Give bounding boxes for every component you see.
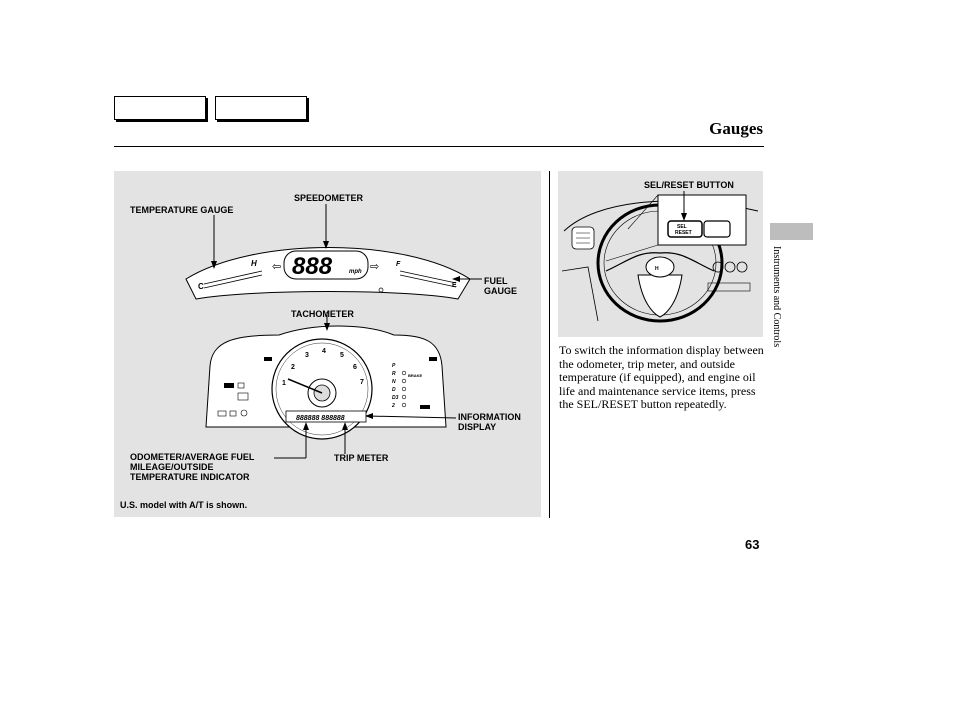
gear-d3: D3	[392, 395, 399, 401]
instrument-panel-figure: C H F E ⇦ ⇨ 888 mph 1 2 3 4 5 6 7 P R	[114, 171, 541, 517]
steering-wheel-figure: H SEL RESET SEL/RESET BUTTON	[558, 171, 763, 337]
steering-wheel-illustration: H SEL RESET	[561, 191, 759, 323]
temp-cold-label: C	[198, 282, 204, 291]
gear-p: P	[392, 363, 396, 369]
fuel-full-label: F	[396, 261, 401, 268]
brightness-button[interactable]	[703, 220, 731, 238]
tach-number-3: 3	[305, 352, 309, 359]
label-odometer-line-1: ODOMETER/AVERAGE FUEL	[130, 452, 255, 462]
section-side-label-text: Instruments and Controls	[771, 246, 782, 348]
warning-lamps	[217, 357, 437, 417]
sel-reset-button[interactable]	[667, 220, 703, 238]
speed-digits: 888	[292, 253, 333, 280]
reset-text: RESET	[675, 230, 692, 236]
figure-caption: U.S. model with A/T is shown.	[120, 500, 248, 510]
label-odometer-line-3: TEMPERATURE INDICATOR	[130, 472, 250, 482]
body-paragraph: To switch the information display betwee…	[559, 343, 764, 412]
tach-number-2: 2	[291, 364, 295, 371]
page-number: 63	[745, 537, 760, 552]
section-tab	[770, 223, 813, 240]
label-speedometer: SPEEDOMETER	[294, 193, 364, 203]
information-display-window	[285, 410, 367, 423]
header-rule	[114, 146, 764, 147]
emblem-icon: H	[655, 266, 659, 272]
speed-unit: mph	[349, 269, 362, 275]
label-information-display: INFORMATION DISPLAY	[458, 412, 521, 432]
label-odometer-line-2: MILEAGE/OUTSIDE	[130, 462, 214, 472]
temperature-gauge-scale	[203, 270, 457, 289]
tach-number-5: 5	[340, 352, 344, 359]
tach-number-7: 7	[360, 379, 364, 386]
instrument-panel-illustration: C H F E ⇦ ⇨ 888 mph 1 2 3 4 5 6 7 P R	[185, 204, 482, 459]
label-tachometer: TACHOMETER	[291, 309, 354, 319]
column-divider	[549, 171, 550, 518]
nav-box-2[interactable]	[215, 96, 307, 120]
speedometer-window	[283, 250, 369, 280]
horn-pad	[645, 256, 675, 278]
label-information-display-line-2: DISPLAY	[458, 422, 497, 432]
section-side-label: Instruments and Controls	[770, 246, 784, 366]
gear-2: 2	[391, 403, 395, 409]
label-sel-reset-button: SEL/RESET BUTTON	[644, 180, 734, 190]
nav-box-1[interactable]	[114, 96, 206, 120]
sel-text: SEL	[677, 224, 687, 230]
temp-hot-label: H	[251, 259, 257, 268]
tach-number-1: 1	[282, 380, 286, 387]
right-arrow-icon: ⇨	[370, 261, 379, 273]
brake-label: BRAKE	[408, 373, 423, 378]
odometer-digits: 888888 888888	[296, 415, 345, 422]
gear-indicator-lamps	[401, 370, 407, 408]
label-information-display-line-1: INFORMATION	[458, 412, 521, 422]
label-fuel-gauge-line-2: GAUGE	[484, 286, 518, 296]
left-arrow-icon: ⇦	[272, 261, 281, 273]
label-fuel-gauge: FUEL GAUGE	[484, 276, 517, 296]
label-temperature-gauge: TEMPERATURE GAUGE	[130, 205, 234, 215]
gear-n: N	[392, 379, 396, 385]
fuel-empty-label: E	[452, 282, 457, 289]
label-odometer: ODOMETER/AVERAGE FUEL MILEAGE/OUTSIDE TE…	[130, 452, 254, 482]
label-trip-meter: TRIP METER	[334, 453, 389, 463]
gear-r: R	[392, 371, 396, 377]
tach-number-4: 4	[322, 348, 326, 355]
page-title: Gauges	[709, 119, 763, 138]
gear-d: D	[392, 387, 396, 393]
tach-number-6: 6	[353, 364, 357, 371]
label-fuel-gauge-line-1: FUEL	[484, 276, 508, 286]
